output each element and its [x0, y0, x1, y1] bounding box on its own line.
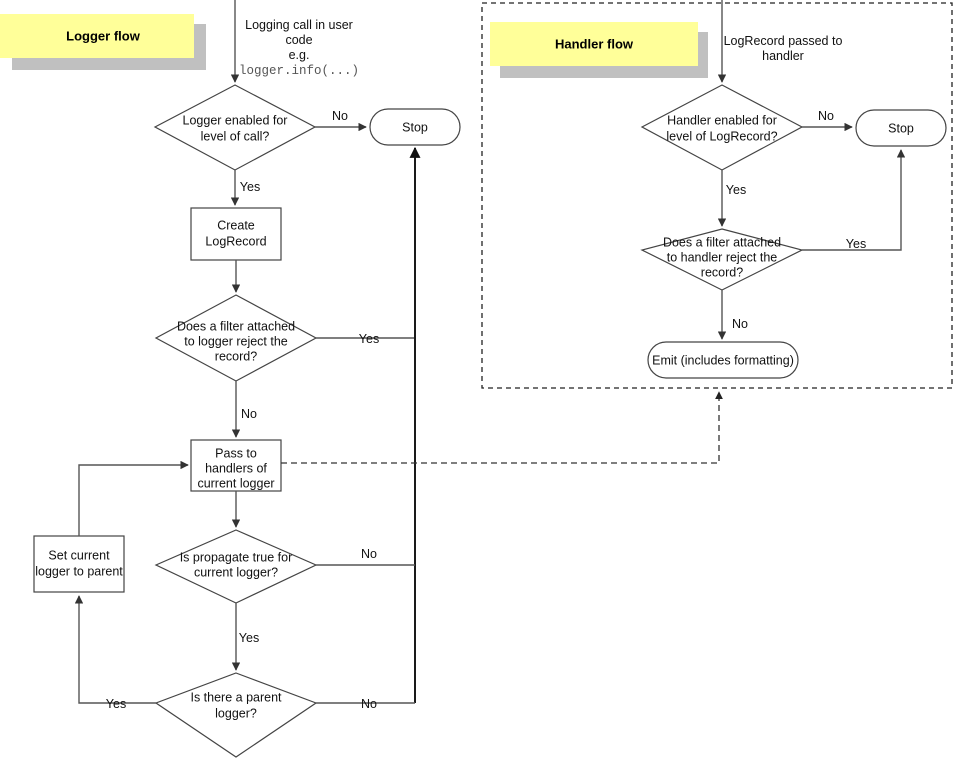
logger-flow-banner: Logger flow: [0, 14, 206, 70]
node-set-current-logger-shape: [33, 535, 125, 593]
node-pass-to-handlers-line3: current logger: [197, 476, 274, 490]
node-stop-logger-label: Stop: [402, 120, 428, 134]
node-pass-to-handlers-line2: handlers of: [205, 461, 267, 475]
node-set-current-logger-line1: Set current: [48, 548, 110, 562]
edge-label-handler-filter-yes: Yes: [846, 237, 866, 251]
node-handler-filter-line1: Does a filter attached: [663, 235, 781, 249]
edge-label-propagate-yes: Yes: [239, 631, 259, 645]
edge-label-logger-filter-no: No: [241, 407, 257, 421]
node-create-logrecord: Create LogRecord: [190, 207, 282, 261]
handler-entry-caption-line2: handler: [762, 49, 804, 63]
node-is-there-parent: Is there a parent logger?: [154, 672, 318, 758]
logger-flow-banner-label: Logger flow: [66, 28, 141, 43]
edge-parent-yes: [74, 595, 156, 704]
node-logger-filter-line3: record?: [215, 349, 257, 363]
node-set-current-logger-line2: logger to parent: [35, 564, 123, 578]
edge-label-parent-yes: Yes: [106, 697, 126, 711]
node-stop-handler-shape: [855, 109, 947, 147]
edge-set-logger-to-handlers: [78, 460, 189, 536]
node-pass-to-handlers: Pass to handlers of current logger: [190, 439, 282, 492]
logger-entry-caption-line2: code: [285, 33, 312, 47]
node-stop-logger-shape: [369, 108, 461, 146]
edge-label-logger-enabled-yes: Yes: [240, 180, 260, 194]
node-emit: Emit (includes formatting): [647, 341, 799, 379]
logger-entry-caption-line1: Logging call in user: [245, 18, 353, 32]
edge-label-parent-no: No: [361, 697, 377, 711]
edge-handlers-to-handler-flow: [281, 391, 723, 464]
node-logger-filter-line1: Does a filter attached: [177, 319, 295, 333]
node-logger-enabled: Logger enabled for level of call?: [153, 84, 317, 171]
node-handler-filter-line3: record?: [701, 265, 743, 279]
node-handler-enabled-line2: level of LogRecord?: [666, 129, 777, 143]
node-logger-enabled-line1: Logger enabled for: [183, 113, 288, 127]
handler-flow-group-border: [481, 2, 953, 389]
node-pass-to-handlers-line1: Pass to: [215, 446, 257, 460]
edge-label-logger-enabled-no: No: [332, 109, 348, 123]
node-is-propagate-true-line1: Is propagate true for: [180, 550, 293, 564]
handler-flow-banner-box: [490, 22, 698, 66]
node-stop-logger: Stop: [369, 108, 461, 146]
node-is-there-parent-line1: Is there a parent: [190, 690, 282, 704]
edge-label-propagate-no: No: [361, 547, 377, 561]
node-emit-label: Emit (includes formatting): [652, 353, 794, 367]
edge-label-handler-filter-no: No: [732, 317, 748, 331]
node-stop-handler: Stop: [855, 109, 947, 147]
node-logger-filter: Does a filter attached to logger reject …: [154, 294, 318, 382]
node-logger-enabled-line2: level of call?: [201, 129, 270, 143]
node-is-there-parent-shape: [154, 672, 318, 758]
node-handler-enabled-shape: [640, 84, 804, 171]
node-pass-to-handlers-shape: [190, 439, 282, 492]
node-logger-enabled-shape: [153, 84, 317, 171]
handler-flow-banner: Handler flow: [490, 22, 708, 78]
node-logger-filter-line2: to logger reject the: [184, 334, 288, 348]
node-handler-enabled-line1: Handler enabled for: [667, 113, 777, 127]
edge-handler-filter-yes: [802, 149, 906, 251]
node-handler-filter-line2: to handler reject the: [667, 250, 778, 264]
logger-entry-caption-code: logger.info(...): [239, 64, 359, 78]
logger-entry-caption-line3: e.g.: [289, 48, 310, 62]
node-is-propagate-true-line2: current logger?: [194, 565, 278, 579]
node-stop-handler-label: Stop: [888, 121, 914, 135]
node-handler-enabled: Handler enabled for level of LogRecord?: [640, 84, 804, 171]
logger-entry-caption: Logging call in user code e.g. logger.in…: [239, 18, 359, 78]
edge-label-handler-enabled-yes: Yes: [726, 183, 746, 197]
edge-label-logger-filter-yes: Yes: [359, 332, 379, 346]
handler-entry-caption-line1: LogRecord passed to: [724, 34, 843, 48]
node-create-logrecord-line2: LogRecord: [205, 234, 266, 248]
node-handler-filter: Does a filter attached to handler reject…: [640, 228, 804, 291]
node-set-current-logger: Set current logger to parent: [33, 535, 125, 593]
node-is-propagate-true: Is propagate true for current logger?: [154, 529, 318, 604]
handler-flow-banner-label: Handler flow: [555, 36, 634, 51]
node-emit-shape: [647, 341, 799, 379]
handler-entry-caption: LogRecord passed to handler: [724, 34, 843, 63]
node-create-logrecord-line1: Create: [217, 218, 255, 232]
edge-label-handler-enabled-no: No: [818, 109, 834, 123]
logger-flow-banner-box: [0, 14, 194, 58]
node-is-there-parent-line2: logger?: [215, 706, 257, 720]
